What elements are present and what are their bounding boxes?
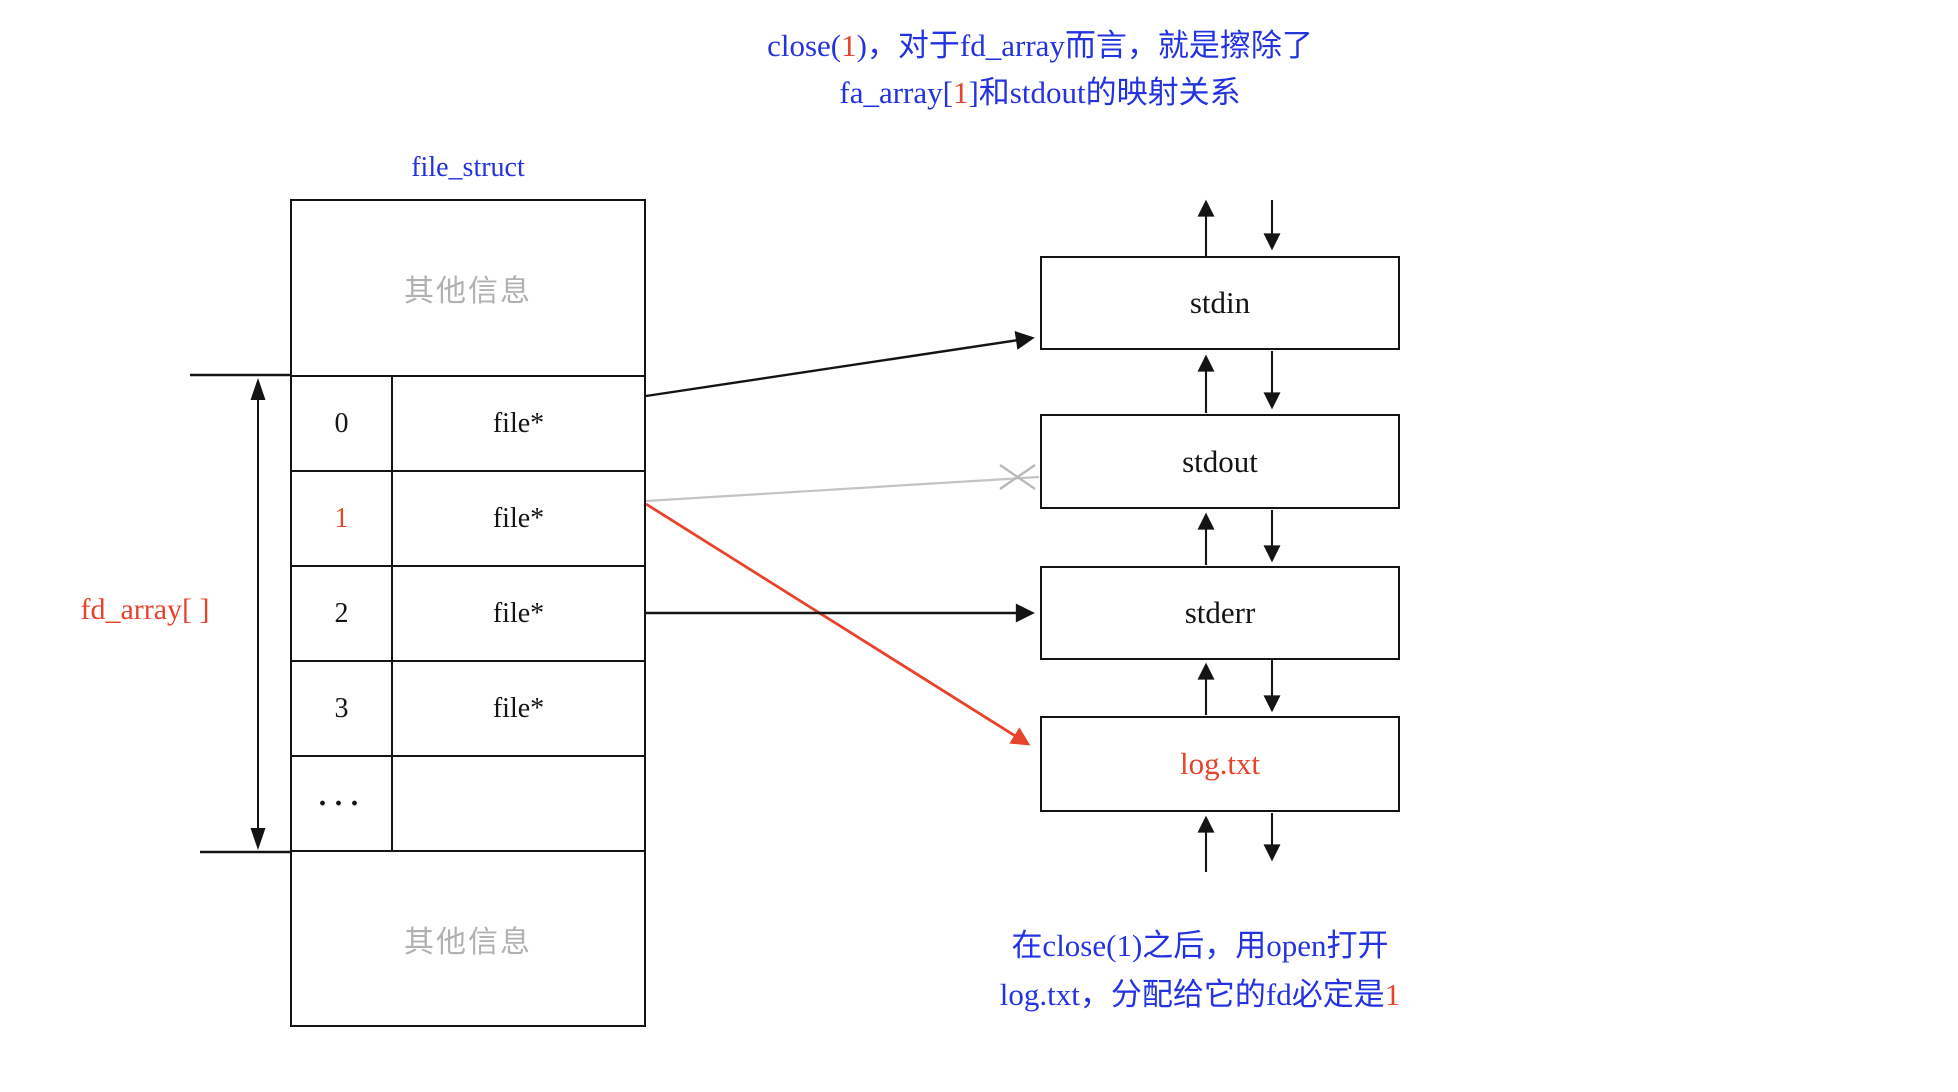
fd-index: 3	[292, 662, 393, 755]
file-struct-table: 其他信息 0 file* 1 file* 2 file* 3 file* ···…	[290, 199, 646, 1027]
fd-row-3: 3 file*	[292, 662, 644, 757]
io-arrows-stdin-stdout	[1197, 351, 1281, 413]
fd-value: file*	[492, 597, 545, 629]
arrow-fd1-to-logtxt	[645, 502, 1031, 746]
fd-row-0: 0 file*	[292, 377, 644, 472]
stderr-box: stderr	[1040, 566, 1400, 660]
top-annotation-line2: fa_array[1]和stdout的映射关系	[560, 69, 1520, 116]
io-arrows-below-logtxt	[1197, 813, 1281, 872]
stdin-label: stdin	[1189, 285, 1251, 320]
text-segment: 1	[952, 75, 969, 110]
fd-array-label: fd_array[ ]	[80, 593, 210, 626]
text-segment: 在close(1)之后，用open打开	[1011, 928, 1389, 963]
text-segment: )，对于fd_array而言，就是擦除了	[856, 28, 1313, 63]
top-annotation-line1: close(1)，对于fd_array而言，就是擦除了	[560, 22, 1520, 69]
stdin-box: stdin	[1040, 256, 1400, 350]
stderr-label: stderr	[1184, 595, 1256, 630]
fd-array-dimension-arrow	[250, 378, 266, 850]
logtxt-box: log.txt	[1040, 716, 1400, 812]
text-segment: log.txt，分配给它的fd必定是	[999, 977, 1385, 1012]
fd-value	[393, 757, 644, 850]
bottom-annotation-line1: 在close(1)之后，用open打开	[900, 921, 1500, 970]
io-arrows-stdout-stderr	[1197, 510, 1281, 565]
stdout-label: stdout	[1182, 443, 1258, 479]
fd-row-ellipsis: ···	[292, 757, 644, 852]
fd-value: file*	[492, 407, 545, 439]
other-info-bottom: 其他信息	[404, 925, 532, 959]
text-segment: ]和stdout的映射关系	[968, 75, 1241, 110]
text-segment: 1	[841, 28, 857, 63]
fd-index: 2	[292, 567, 393, 660]
fd-index: 0	[292, 377, 393, 470]
bottom-annotation: 在close(1)之后，用open打开 log.txt，分配给它的fd必定是1	[900, 921, 1500, 1019]
fd-row-2: 2 file*	[292, 567, 644, 662]
broken-link-cross-icon	[999, 464, 1036, 490]
ellipsis-label: ···	[292, 757, 393, 850]
file-struct-title: file_struct	[411, 152, 525, 183]
stdout-box: stdout	[1040, 414, 1400, 509]
top-annotation: close(1)，对于fd_array而言，就是擦除了 fa_array[1]和…	[560, 22, 1520, 116]
io-arrows-above-stdin	[1197, 199, 1281, 257]
io-arrows-stderr-logtxt	[1197, 660, 1281, 715]
logtxt-label: log.txt	[1179, 746, 1261, 781]
other-info-top: 其他信息	[292, 201, 644, 377]
fd-row-1: 1 file*	[292, 472, 644, 567]
fd-index: 1	[292, 472, 393, 565]
fd-value: file*	[492, 502, 545, 534]
fd-value: file*	[492, 692, 545, 724]
text-segment: fa_array[	[839, 75, 953, 110]
broken-link-fd1-to-stdout	[645, 475, 1040, 503]
arrow-fd0-to-stdin	[645, 331, 1035, 398]
bottom-annotation-line2: log.txt，分配给它的fd必定是1	[900, 970, 1500, 1019]
text-segment: 1	[1384, 977, 1401, 1012]
text-segment: close(	[767, 28, 842, 63]
